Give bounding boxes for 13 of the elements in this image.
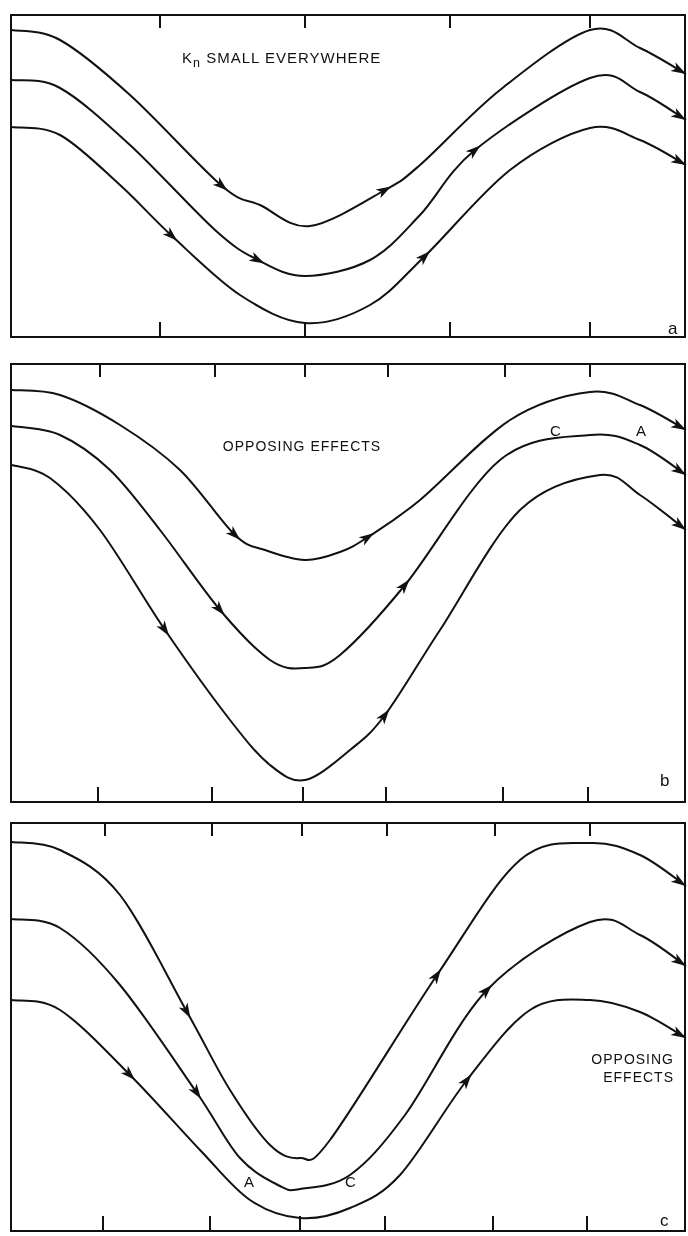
panel-label: K$_{n}$ SMALL EVERYWHERE: [182, 48, 382, 72]
panel-letter: b: [660, 770, 671, 792]
panel-label: C: [345, 1172, 357, 1192]
flow-panel: [10, 822, 686, 1232]
flow-panel: [10, 363, 686, 803]
panel-letter: a: [668, 318, 679, 340]
panel-label: A: [636, 421, 647, 441]
panel-label: OPPOSING EFFECTS: [222, 437, 382, 456]
panel-label: C: [550, 421, 562, 441]
panel-letter: c: [660, 1210, 670, 1232]
panel-label: OPPOSING EFFECTS: [590, 1050, 674, 1087]
flow-panel: [10, 14, 686, 338]
panel-label: A: [244, 1172, 255, 1192]
